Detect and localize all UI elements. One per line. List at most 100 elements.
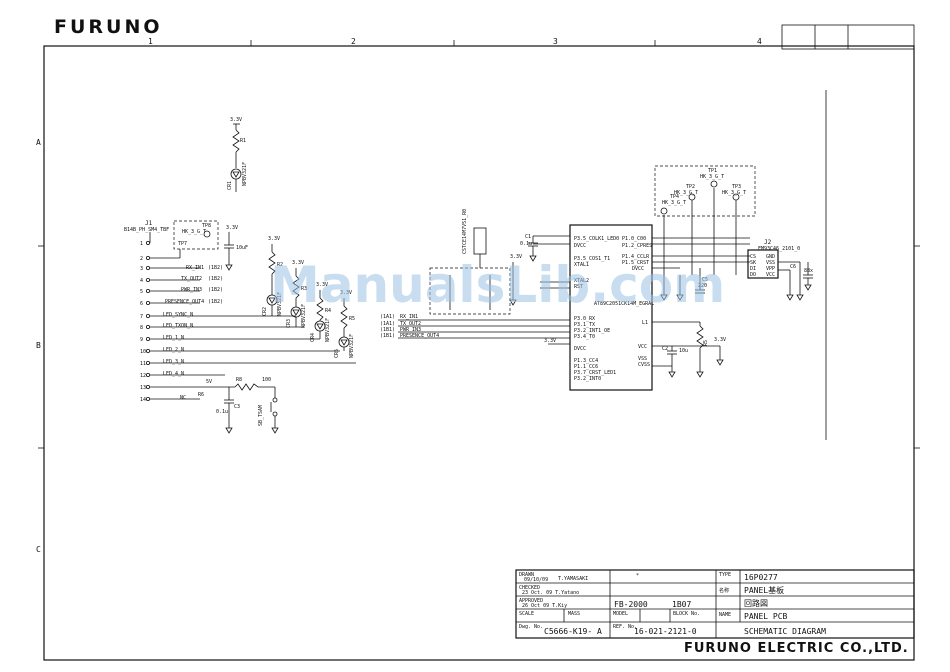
svg-text:P3.2_INT0: P3.2_INT0 bbox=[574, 376, 601, 382]
svg-text:RX_IN1: RX_IN1 bbox=[400, 314, 418, 320]
j1-pin-11: 11 bbox=[140, 361, 146, 367]
led-diode bbox=[292, 309, 300, 316]
testpoint-tp9-box: HK_3_G_T TP8 TP7 bbox=[173, 220, 219, 258]
led-diode bbox=[340, 339, 348, 346]
svg-text:CHECKED: CHECKED bbox=[519, 585, 540, 591]
j1-pin-6: 6 bbox=[140, 301, 143, 307]
svg-text:1B07: 1B07 bbox=[672, 600, 691, 609]
svg-text:L1: L1 bbox=[642, 320, 648, 326]
svg-text:R8: R8 bbox=[236, 377, 242, 383]
led-label: CR5 bbox=[334, 349, 340, 358]
svg-text:FB-2000: FB-2000 bbox=[614, 600, 648, 609]
svg-text:P1.4_CCLR: P1.4_CCLR bbox=[622, 254, 650, 260]
svg-text:VCC: VCC bbox=[638, 344, 647, 350]
svg-text:PWR_IN3: PWR_IN3 bbox=[400, 327, 421, 333]
svg-text:PRESENCE_OUT4: PRESENCE_OUT4 bbox=[400, 333, 439, 339]
footer-company: FURUNO ELECTRIC CO.,LTD. bbox=[684, 641, 909, 656]
svg-text:P3.4_T0: P3.4_T0 bbox=[574, 334, 595, 340]
grid-row-b: B bbox=[36, 341, 41, 350]
svg-text:TP3: TP3 bbox=[732, 184, 741, 190]
svg-text:HK_3_G_T: HK_3_G_T bbox=[674, 190, 698, 196]
power-section: R5 3.3V C2 10u bbox=[652, 321, 726, 378]
led-diode bbox=[268, 297, 276, 304]
svg-text:P3.5_COS1_T1: P3.5_COS1_T1 bbox=[574, 256, 610, 262]
svg-text:LED_2_N: LED_2_N bbox=[163, 347, 184, 353]
resistor-label: R4 bbox=[325, 308, 331, 314]
svg-text:REF. No.: REF. No. bbox=[613, 624, 637, 630]
j1-pin-4: 4 bbox=[140, 278, 143, 284]
svg-text:DVCC: DVCC bbox=[574, 346, 586, 352]
svg-text:23 Oct. 09 T.Yatano: 23 Oct. 09 T.Yatano bbox=[522, 590, 579, 596]
j1-pin-marker bbox=[145, 300, 150, 305]
svg-text:TP7: TP7 bbox=[178, 241, 187, 247]
svg-text:5V: 5V bbox=[206, 379, 212, 385]
resistor-label: R3 bbox=[301, 286, 307, 292]
supply-label: 3.3V bbox=[292, 260, 304, 266]
svg-text:TYPE: TYPE bbox=[719, 572, 731, 578]
svg-text:TX_OUT2: TX_OUT2 bbox=[400, 321, 421, 327]
watermark: ManualsLib.com bbox=[270, 256, 725, 314]
grid-row-c: C bbox=[36, 545, 41, 554]
grid-col-3: 3 bbox=[553, 37, 558, 46]
j1-pin-10: 10 bbox=[140, 349, 146, 355]
j1-pin-marker bbox=[145, 288, 150, 293]
svg-text:*: * bbox=[636, 573, 639, 579]
svg-text:8Bx: 8Bx bbox=[804, 268, 813, 274]
j1-pin-marker bbox=[145, 348, 150, 353]
svg-text:GND: GND bbox=[766, 254, 775, 260]
led-diode bbox=[316, 323, 324, 330]
svg-text:NAME: NAME bbox=[719, 612, 731, 618]
svg-text:C2: C2 bbox=[662, 346, 668, 352]
svg-text:P3.2_INT1_OE: P3.2_INT1_OE bbox=[574, 328, 610, 334]
svg-text:R6: R6 bbox=[198, 392, 204, 398]
svg-text:P3.7_CRST_LED1: P3.7_CRST_LED1 bbox=[574, 370, 616, 376]
ic-bus-inputs: (1A1) (1A1) (1B1) (1B1) RX_IN1 TX_OUT2 P… bbox=[380, 314, 570, 339]
svg-text:10u: 10u bbox=[679, 348, 688, 354]
svg-text:(1B2): (1B2) bbox=[208, 276, 223, 282]
svg-text:3.3V: 3.3V bbox=[714, 337, 726, 343]
j1-pin-marker bbox=[145, 265, 150, 270]
cap-c5-10uf: 3.3V 10uF bbox=[224, 225, 248, 271]
testpoint-cluster: TP1 HK_3_G_T TP2 HK_3_G_T TP3 HK_3_G_T T… bbox=[654, 165, 756, 217]
svg-text:CR1: CR1 bbox=[227, 181, 233, 190]
j1-pin-marker bbox=[145, 240, 150, 245]
svg-text:09/10/09: 09/10/09 bbox=[524, 577, 548, 583]
led-label: CR4 bbox=[310, 333, 316, 342]
supply-label: 3.3V bbox=[340, 290, 352, 296]
svg-text:DVCC: DVCC bbox=[574, 243, 586, 249]
ic-part-label: AT89C2051CK14M_EGRAL bbox=[594, 301, 654, 307]
svg-text:P1.5_CRST: P1.5_CRST bbox=[622, 260, 649, 266]
svg-text:0.1u: 0.1u bbox=[216, 409, 228, 415]
pullup-resistor bbox=[340, 305, 348, 329]
supply-label: 3.3V bbox=[316, 282, 328, 288]
svg-text:DI: DI bbox=[750, 266, 756, 272]
svg-text:PANEL基板: PANEL基板 bbox=[744, 585, 784, 595]
svg-text:P1.3_CC4: P1.3_CC4 bbox=[574, 358, 598, 364]
svg-text:3.3V: 3.3V bbox=[226, 225, 238, 231]
svg-text:LED_4_N: LED_4_N bbox=[163, 371, 184, 377]
cap-c3-switch: C3 0.1u SB_TSAM bbox=[216, 387, 279, 434]
svg-text:SK: SK bbox=[750, 260, 756, 266]
svg-text:MODEL: MODEL bbox=[613, 611, 628, 617]
eeprom-j2: J2 FM93C46_2101_0 CS SK DI DO GND VSS VP… bbox=[747, 239, 813, 301]
svg-text:R5: R5 bbox=[703, 340, 709, 346]
svg-text:CSTCE14M7V51_R0: CSTCE14M7V51_R0 bbox=[462, 209, 468, 254]
svg-text:C5666-K19- A: C5666-K19- A bbox=[544, 627, 602, 636]
svg-text:26 Oct 09 T.Kiy: 26 Oct 09 T.Kiy bbox=[522, 603, 567, 609]
grid-col-4: 4 bbox=[757, 37, 762, 46]
svg-text:(1B2): (1B2) bbox=[208, 299, 223, 305]
svg-text:J2: J2 bbox=[764, 239, 772, 246]
svg-text:Dwg. No.: Dwg. No. bbox=[519, 624, 543, 630]
svg-text:FM93C46_2101_0: FM93C46_2101_0 bbox=[758, 246, 800, 252]
j1-pin-13: 13 bbox=[140, 385, 146, 391]
svg-text:P3.5_COLK1_LED0: P3.5_COLK1_LED0 bbox=[574, 236, 619, 242]
svg-text:MASS: MASS bbox=[568, 611, 580, 617]
svg-text:TP1: TP1 bbox=[708, 168, 717, 174]
j1-pin-marker bbox=[145, 384, 150, 389]
svg-text:DO: DO bbox=[750, 272, 756, 278]
crystal-area: CSTCE14M7V51_R0 3.3V C1 0.1u bbox=[429, 209, 570, 315]
j1-pin-marker bbox=[145, 255, 150, 260]
